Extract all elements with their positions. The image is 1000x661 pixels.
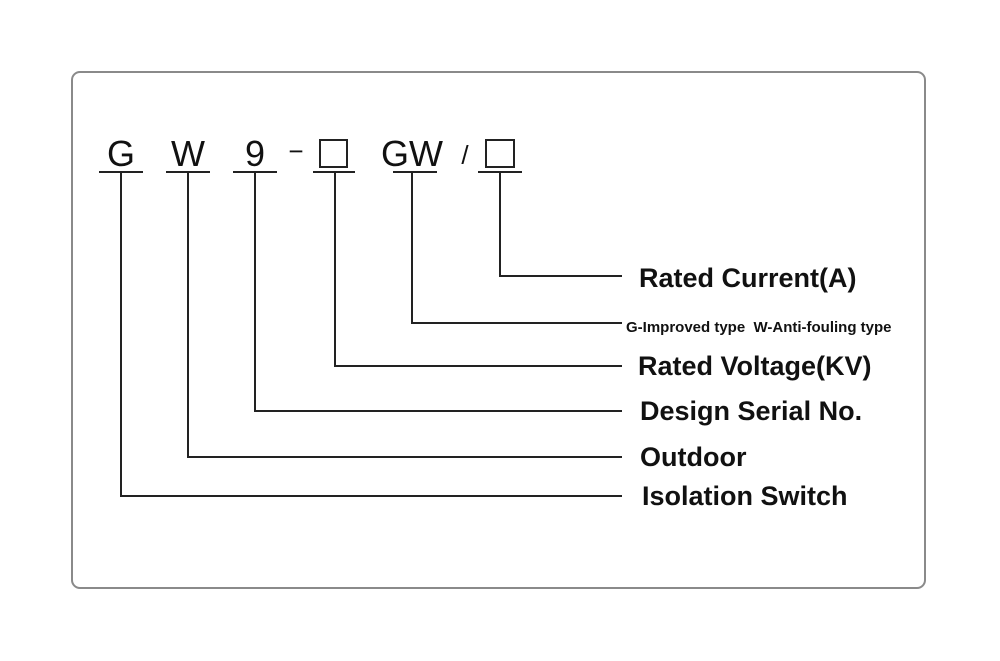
leader-isolation-switch	[120, 172, 622, 497]
code-dash: −	[288, 136, 303, 166]
rated-current-box	[485, 139, 515, 168]
label-design-serial: Design Serial No.	[640, 396, 862, 426]
label-type-note: G-Improved type W-Anti-fouling type	[626, 319, 892, 336]
diagram-frame	[71, 71, 926, 589]
leader-design-serial	[254, 172, 622, 412]
leader-outdoor	[187, 172, 622, 458]
label-outdoor: Outdoor	[640, 442, 747, 472]
code-char-gw: GW	[381, 133, 443, 174]
leader-rated-current	[499, 172, 622, 277]
label-isolation-switch: Isolation Switch	[642, 481, 848, 511]
label-rated-current: Rated Current(A)	[639, 263, 857, 293]
code-char-serial: 9	[245, 133, 265, 174]
leader-rated-voltage	[334, 172, 622, 367]
code-slash: /	[461, 140, 469, 170]
label-rated-voltage: Rated Voltage(KV)	[638, 351, 872, 381]
code-char-w: W	[171, 133, 205, 174]
rated-voltage-box	[319, 139, 348, 168]
code-char-g: G	[107, 133, 135, 174]
leader-type-note	[411, 172, 622, 324]
